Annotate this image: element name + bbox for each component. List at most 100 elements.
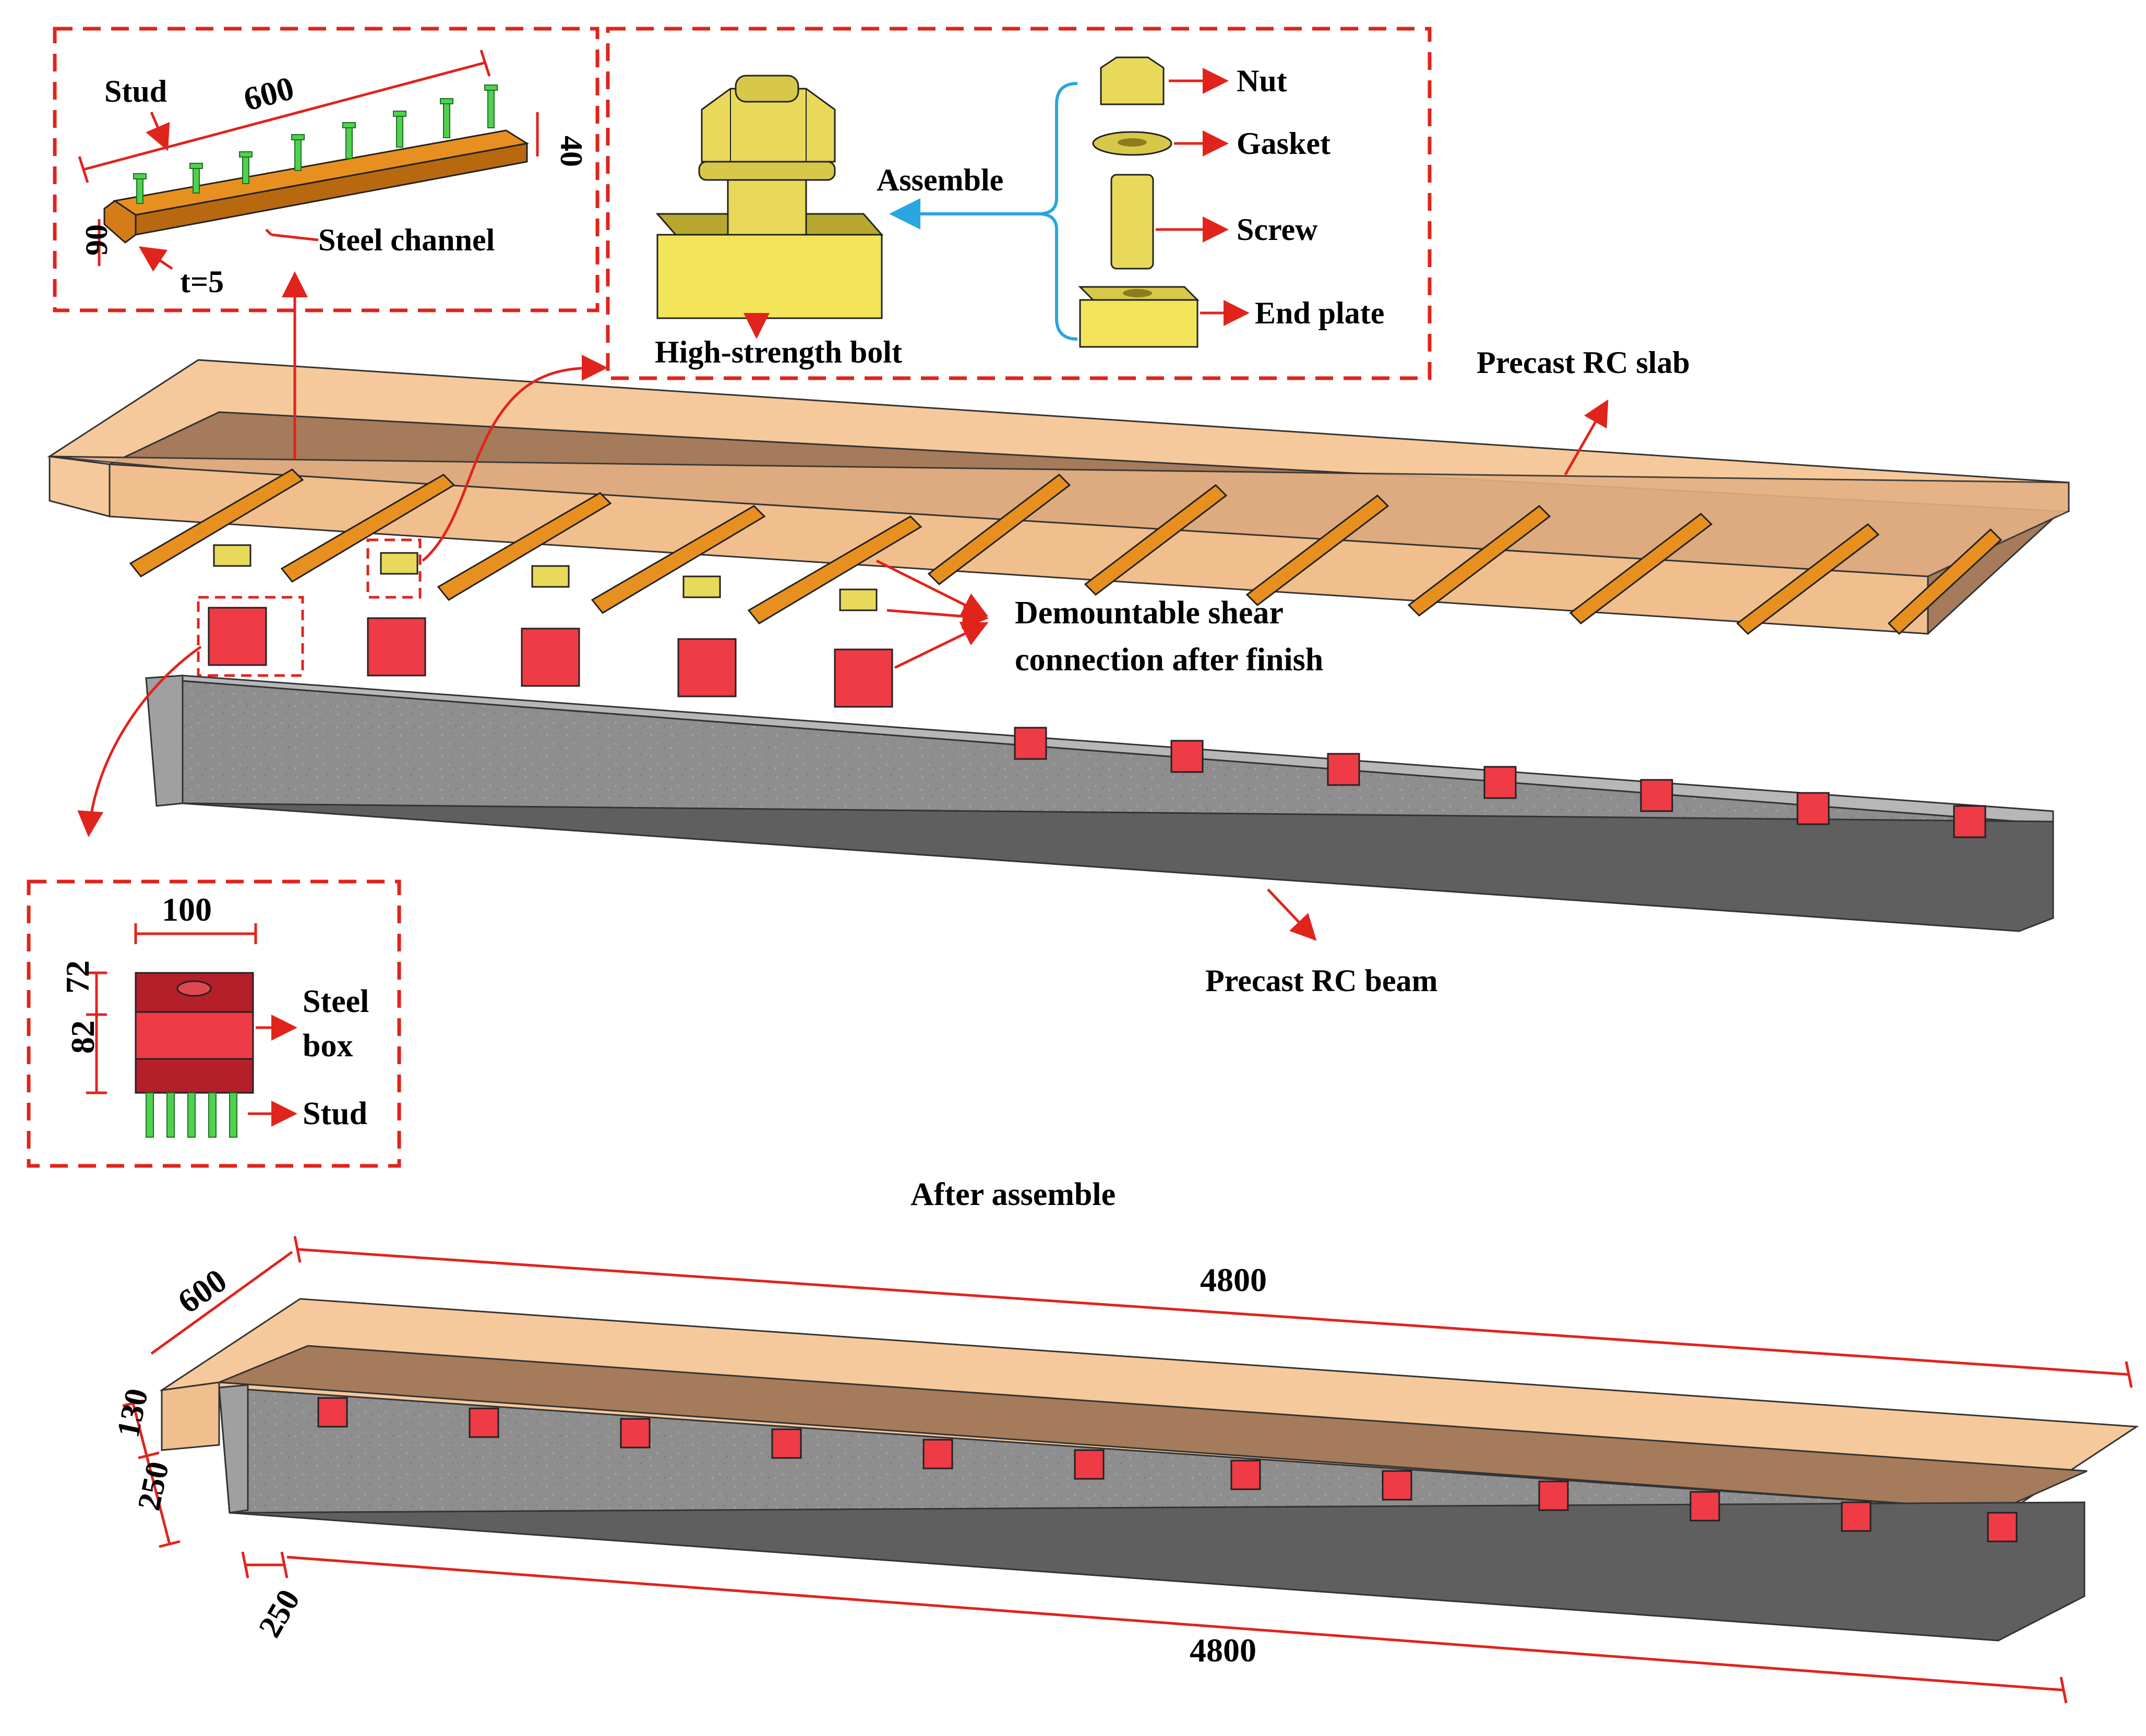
components-bracket xyxy=(1038,82,1078,341)
stud xyxy=(443,102,450,138)
dim-line-heights xyxy=(131,1403,171,1545)
slab-arrow xyxy=(1564,399,1609,476)
conn-arrow-box xyxy=(894,622,989,669)
stud xyxy=(229,1092,237,1138)
embedded-box xyxy=(1230,1460,1261,1490)
stud xyxy=(136,177,143,204)
stud xyxy=(193,166,200,194)
thickness-label: t=5 xyxy=(180,264,224,299)
nut-part xyxy=(1100,56,1165,105)
embedded-box xyxy=(1796,792,1830,825)
stud xyxy=(396,114,403,148)
gasket-hole xyxy=(1118,138,1147,147)
steel-channel xyxy=(129,468,304,577)
assembled-beam xyxy=(159,1298,2139,1642)
assembled-beam-bottom xyxy=(229,1501,2085,1642)
stud xyxy=(166,1092,175,1138)
dim-beam-width: 250 xyxy=(252,1584,307,1644)
connection-label-2: connection after finish xyxy=(1015,642,1323,678)
stud xyxy=(242,155,249,184)
dim-72: 72 xyxy=(59,960,96,994)
assemble-label: Assemble xyxy=(877,163,1003,197)
dim-tick xyxy=(280,1551,289,1578)
end-plate-body xyxy=(656,234,883,319)
steel-channel xyxy=(437,492,612,601)
dim-tick xyxy=(138,1451,160,1460)
bolt-highlight-frame xyxy=(366,538,422,599)
assembled-connectors xyxy=(317,1397,2018,1542)
dim-line-slab-width xyxy=(150,1250,293,1355)
end-plate-part xyxy=(1079,299,1198,348)
end-plate-label: End plate xyxy=(1255,296,1384,330)
embedded-box xyxy=(1953,805,1986,838)
embedded-box xyxy=(469,1407,499,1438)
precast-slab-exploded xyxy=(47,359,2070,635)
slab-end-face xyxy=(49,455,111,517)
embedded-box xyxy=(1987,1512,2018,1542)
precast-slab-label: Precast RC slab xyxy=(1477,345,1690,380)
stud xyxy=(208,1092,217,1138)
bolt-washer xyxy=(698,161,836,181)
dim-tick xyxy=(78,156,89,183)
stud xyxy=(440,98,453,104)
steel-channel xyxy=(1887,528,2003,635)
steel-channel xyxy=(927,474,1071,585)
steel-box-hole xyxy=(176,980,212,997)
nut-label: Nut xyxy=(1237,64,1287,98)
stud xyxy=(345,126,353,159)
steel-box xyxy=(521,628,580,687)
steel-channel xyxy=(1569,513,1713,624)
stud xyxy=(487,88,495,128)
steel-channel xyxy=(280,474,455,583)
dim-100: 100 xyxy=(162,891,212,928)
embedded-box xyxy=(771,1428,802,1459)
embedded-box xyxy=(1538,1480,1569,1511)
channel-arrow xyxy=(271,233,319,242)
stud xyxy=(187,1092,196,1138)
stud xyxy=(393,111,406,117)
box-detail-frame xyxy=(27,879,401,1168)
embedded-box xyxy=(1483,766,1517,799)
dim-line-600 xyxy=(83,61,486,171)
stud-label: Stud xyxy=(104,74,167,108)
steel-box xyxy=(367,617,426,677)
dim-90: 90 xyxy=(79,224,114,256)
channel-arrow-head xyxy=(265,228,272,236)
embedded-box xyxy=(317,1397,348,1428)
embedded-box xyxy=(1170,740,1204,773)
steel-channel xyxy=(1084,484,1228,596)
embedded-box xyxy=(1074,1449,1105,1480)
high-strength-bolt xyxy=(380,552,418,575)
embedded-box xyxy=(1327,753,1360,786)
dim-tick xyxy=(122,1399,144,1407)
steel-channel xyxy=(1245,495,1389,606)
bolt-detail-panel: High-strength bolt Assemble Nut Gasket S… xyxy=(606,27,1432,380)
exploded-steel-boxes xyxy=(208,607,893,708)
steel-box xyxy=(677,638,737,697)
end-plate-hole xyxy=(1123,289,1152,297)
dim-tick xyxy=(159,1540,181,1548)
exploded-bolts xyxy=(213,544,878,611)
high-strength-bolt xyxy=(531,565,570,588)
conn-arrow-bolt xyxy=(886,603,989,630)
box-link-arrow xyxy=(77,645,202,837)
dim-slab-width: 600 xyxy=(171,1261,233,1320)
dim-beam-length: 4800 xyxy=(1190,1632,1256,1669)
steel-channel xyxy=(591,505,766,614)
beam-bottom-face xyxy=(182,802,2054,932)
precast-beam-label: Precast RC beam xyxy=(1205,963,1437,998)
dim-line-beam-length xyxy=(286,1556,2064,1692)
embedded-box xyxy=(1640,779,1673,812)
high-strength-bolt xyxy=(213,544,251,567)
beam-end-face xyxy=(145,674,184,807)
gasket-label: Gasket xyxy=(1237,126,1330,161)
after-assemble-label: After assemble xyxy=(910,1177,1116,1212)
precast-beam-exploded xyxy=(145,674,2054,932)
box-studs xyxy=(146,1092,237,1138)
connection-label-1: Demountable shear xyxy=(1015,595,1284,631)
thickness-arrow xyxy=(138,246,173,272)
embedded-box xyxy=(922,1439,953,1469)
steel-box-front xyxy=(135,1011,254,1060)
channel-detail-frame xyxy=(53,27,600,312)
dim-600: 600 xyxy=(240,69,298,118)
